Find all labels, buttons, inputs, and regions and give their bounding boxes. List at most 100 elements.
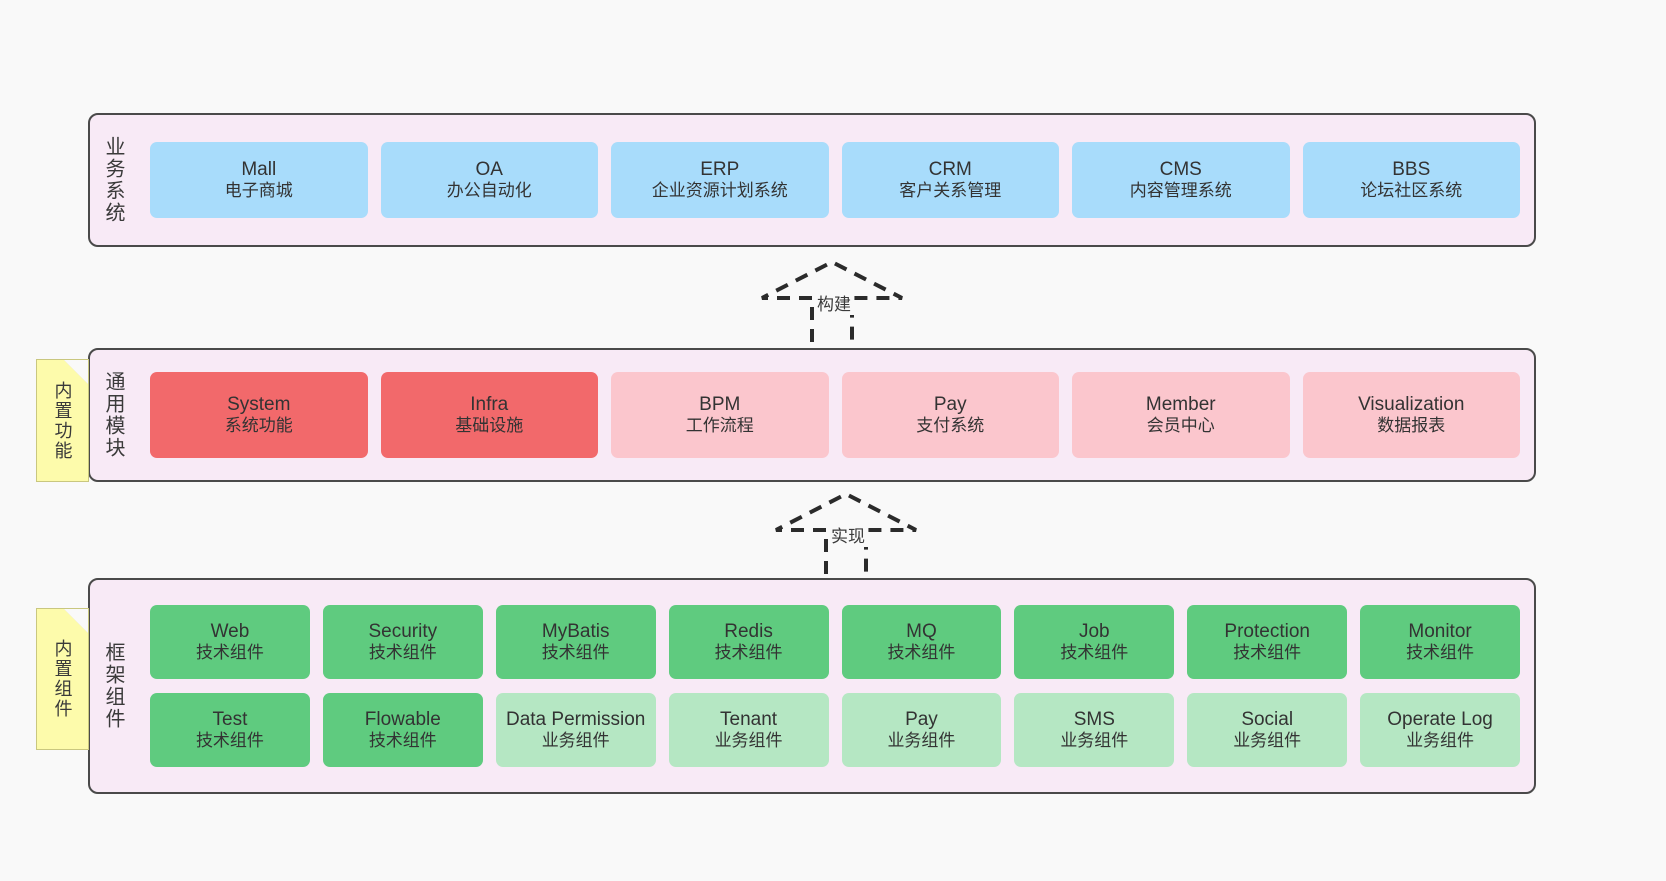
cell-title: BPM xyxy=(699,394,741,416)
cell-bpm[interactable]: BPM 工作流程 xyxy=(611,372,829,458)
cell-visualization[interactable]: Visualization 数据报表 xyxy=(1302,372,1520,458)
cell-bbs[interactable]: BBS 论坛社区系统 xyxy=(1302,142,1520,218)
note-builtin-component: 内置组件 xyxy=(36,608,89,750)
cell-title: SMS xyxy=(1073,709,1115,731)
layer-body-common-module: System 系统功能 Infra 基础设施 BPM 工作流程 Pay 支付系统… xyxy=(136,350,1534,480)
cell-test[interactable]: Test 技术组件 xyxy=(150,693,310,767)
cell-desc: 支付系统 xyxy=(916,416,985,436)
cell-crm[interactable]: CRM 客户关系管理 xyxy=(841,142,1059,218)
cell-operate-log[interactable]: Operate Log 业务组件 xyxy=(1360,693,1520,767)
arrow-implement-icon xyxy=(775,491,917,574)
layer-title-business-system: 业务系统 xyxy=(102,136,124,224)
cell-title: CMS xyxy=(1159,159,1202,181)
note-label: 内置功能 xyxy=(52,380,73,461)
cell-title: MQ xyxy=(906,621,937,643)
cell-title: Data Permission xyxy=(505,709,646,731)
cell-title: Web xyxy=(210,621,250,643)
cell-desc: 会员中心 xyxy=(1146,416,1215,436)
cell-mybatis[interactable]: MyBatis 技术组件 xyxy=(495,605,656,679)
cell-title: Security xyxy=(368,621,438,643)
cell-mall[interactable]: Mall 电子商城 xyxy=(150,142,368,218)
cell-monitor[interactable]: Monitor 技术组件 xyxy=(1360,605,1520,679)
cell-desc: 业务组件 xyxy=(887,731,956,751)
arrow-implement: 实现 xyxy=(766,490,926,576)
cell-desc: 业务组件 xyxy=(541,731,610,751)
cell-desc: 基础设施 xyxy=(455,416,524,436)
layer-framework-component: 框架组件 Web 技术组件 Security 技术组件 MyBatis 技术组件… xyxy=(88,578,1536,794)
cell-sms[interactable]: SMS 业务组件 xyxy=(1014,693,1175,767)
cell-desc: 客户关系管理 xyxy=(899,181,1002,201)
cell-desc: 技术组件 xyxy=(887,643,956,663)
cell-desc: 技术组件 xyxy=(1233,643,1302,663)
cell-title: Member xyxy=(1145,394,1216,416)
layer-body-business-system: Mall 电子商城 OA 办公自动化 ERP 企业资源计划系统 CRM 客户关系… xyxy=(136,115,1534,245)
cell-social[interactable]: Social 业务组件 xyxy=(1187,693,1348,767)
cell-title: Flowable xyxy=(364,709,441,731)
cell-title: Job xyxy=(1078,621,1110,643)
arrow-build: 构建 xyxy=(752,258,912,344)
cell-desc: 数据报表 xyxy=(1377,416,1446,436)
cell-data-permission[interactable]: Data Permission 业务组件 xyxy=(495,693,656,767)
arrow-build-icon xyxy=(761,259,903,342)
layer-common-module: 通用模块 System 系统功能 Infra 基础设施 BPM 工作流程 Pay… xyxy=(88,348,1536,482)
cell-mq[interactable]: MQ 技术组件 xyxy=(841,605,1002,679)
cell-title: Test xyxy=(212,709,248,731)
cell-erp[interactable]: ERP 企业资源计划系统 xyxy=(611,142,829,218)
cell-desc: 技术组件 xyxy=(368,643,437,663)
cell-desc: 办公自动化 xyxy=(446,181,532,201)
cell-desc: 技术组件 xyxy=(195,643,264,663)
cell-desc: 业务组件 xyxy=(1233,731,1302,751)
cell-cms[interactable]: CMS 内容管理系统 xyxy=(1072,142,1290,218)
arrow-build-label: 构建 xyxy=(814,290,854,315)
cell-desc: 业务组件 xyxy=(1060,731,1129,751)
cell-desc: 系统功能 xyxy=(224,416,293,436)
cell-protection[interactable]: Protection 技术组件 xyxy=(1187,605,1348,679)
cell-title: Visualization xyxy=(1358,394,1465,416)
cell-desc: 技术组件 xyxy=(714,643,783,663)
cell-title: Mall xyxy=(241,159,277,181)
cell-desc: 企业资源计划系统 xyxy=(651,181,788,201)
cell-title: Pay xyxy=(933,394,967,416)
cell-desc: 技术组件 xyxy=(1060,643,1129,663)
cell-security[interactable]: Security 技术组件 xyxy=(322,605,483,679)
note-builtin-function: 内置功能 xyxy=(36,359,89,482)
cell-title: Infra xyxy=(470,394,509,416)
cell-title: Operate Log xyxy=(1387,709,1493,731)
cell-oa[interactable]: OA 办公自动化 xyxy=(380,142,598,218)
cell-desc: 技术组件 xyxy=(1406,643,1475,663)
cell-desc: 工作流程 xyxy=(685,416,754,436)
cell-pay[interactable]: Pay 支付系统 xyxy=(841,372,1059,458)
cell-title: Tenant xyxy=(720,709,778,731)
cell-title: ERP xyxy=(700,159,740,181)
cell-pay-business[interactable]: Pay 业务组件 xyxy=(841,693,1002,767)
framework-row-technical: Web 技术组件 Security 技术组件 MyBatis 技术组件 Redi… xyxy=(150,605,1520,679)
cell-redis[interactable]: Redis 技术组件 xyxy=(668,605,829,679)
cell-title: MyBatis xyxy=(541,621,610,643)
cell-flowable[interactable]: Flowable 技术组件 xyxy=(322,693,483,767)
cell-job[interactable]: Job 技术组件 xyxy=(1014,605,1175,679)
layer-body-framework-component: Web 技术组件 Security 技术组件 MyBatis 技术组件 Redi… xyxy=(136,580,1534,792)
layer-business-system: 业务系统 Mall 电子商城 OA 办公自动化 ERP 企业资源计划系统 CRM… xyxy=(88,113,1536,247)
cell-title: Pay xyxy=(905,709,938,731)
cell-title: Protection xyxy=(1224,621,1310,643)
cell-title: System xyxy=(227,394,291,416)
cell-desc: 业务组件 xyxy=(714,731,783,751)
cell-title: Social xyxy=(1241,709,1294,731)
cell-title: BBS xyxy=(1392,159,1431,181)
cell-desc: 技术组件 xyxy=(368,731,437,751)
cell-title: Redis xyxy=(724,621,773,643)
cell-desc: 技术组件 xyxy=(195,731,264,751)
layer-title-framework-component: 框架组件 xyxy=(102,642,124,730)
note-label: 内置组件 xyxy=(52,639,73,719)
layer-title-common-module: 通用模块 xyxy=(102,371,124,459)
cell-system[interactable]: System 系统功能 xyxy=(150,372,368,458)
cell-member[interactable]: Member 会员中心 xyxy=(1072,372,1290,458)
cell-desc: 内容管理系统 xyxy=(1129,181,1232,201)
cell-desc: 论坛社区系统 xyxy=(1360,181,1463,201)
cell-tenant[interactable]: Tenant 业务组件 xyxy=(668,693,829,767)
cell-web[interactable]: Web 技术组件 xyxy=(150,605,310,679)
cell-infra[interactable]: Infra 基础设施 xyxy=(380,372,598,458)
cell-title: CRM xyxy=(928,159,972,181)
cell-desc: 电子商城 xyxy=(224,181,293,201)
